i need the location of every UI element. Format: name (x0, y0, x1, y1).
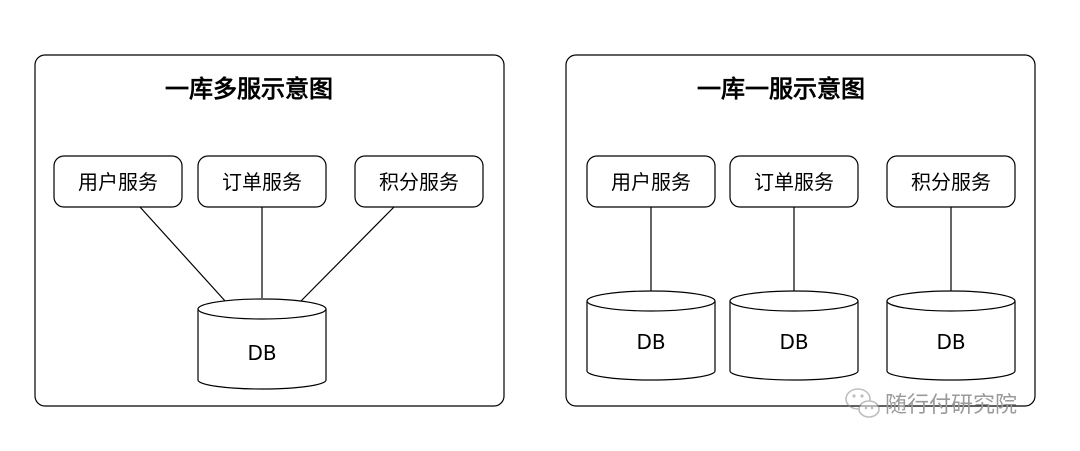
database-label: DB (779, 330, 808, 354)
service-node: 用户服务 (53, 155, 183, 208)
panel-frame (34, 54, 505, 407)
service-label: 用户服务 (611, 170, 691, 194)
service-node: 订单服务 (729, 155, 859, 208)
panel-title: 一库一服示意图 (697, 75, 865, 103)
wechat-icon (845, 388, 880, 418)
service-label: 用户服务 (78, 170, 158, 194)
database-cylinder: DB (586, 290, 716, 381)
database-cylinder: DB (886, 290, 1016, 381)
database-cylinder: DB (197, 298, 327, 390)
panel-title: 一库多服示意图 (165, 75, 333, 103)
service-label: 订单服务 (754, 170, 834, 194)
database-label: DB (936, 330, 965, 354)
connector (139, 206, 227, 303)
panel-db-per-service: 一库一服示意图 用户服务 订单服务 积分服务 DB DB (565, 54, 1036, 407)
service-node: 积分服务 (354, 155, 484, 208)
service-label: 积分服务 (911, 170, 991, 194)
database-label: DB (247, 341, 276, 365)
service-node: 用户服务 (586, 155, 716, 208)
database-cylinder: DB (729, 290, 859, 381)
watermark: 随行付研究院 (845, 388, 1017, 418)
watermark-text: 随行付研究院 (885, 393, 1017, 418)
database-label: DB (636, 330, 665, 354)
service-label: 订单服务 (222, 170, 302, 194)
connector (299, 206, 395, 303)
service-node: 订单服务 (197, 155, 327, 208)
service-label: 积分服务 (379, 170, 459, 194)
panel-shared-db: 一库多服示意图 用户服务 订单服务 积分服务 DB (34, 54, 505, 407)
service-node: 积分服务 (886, 155, 1016, 208)
